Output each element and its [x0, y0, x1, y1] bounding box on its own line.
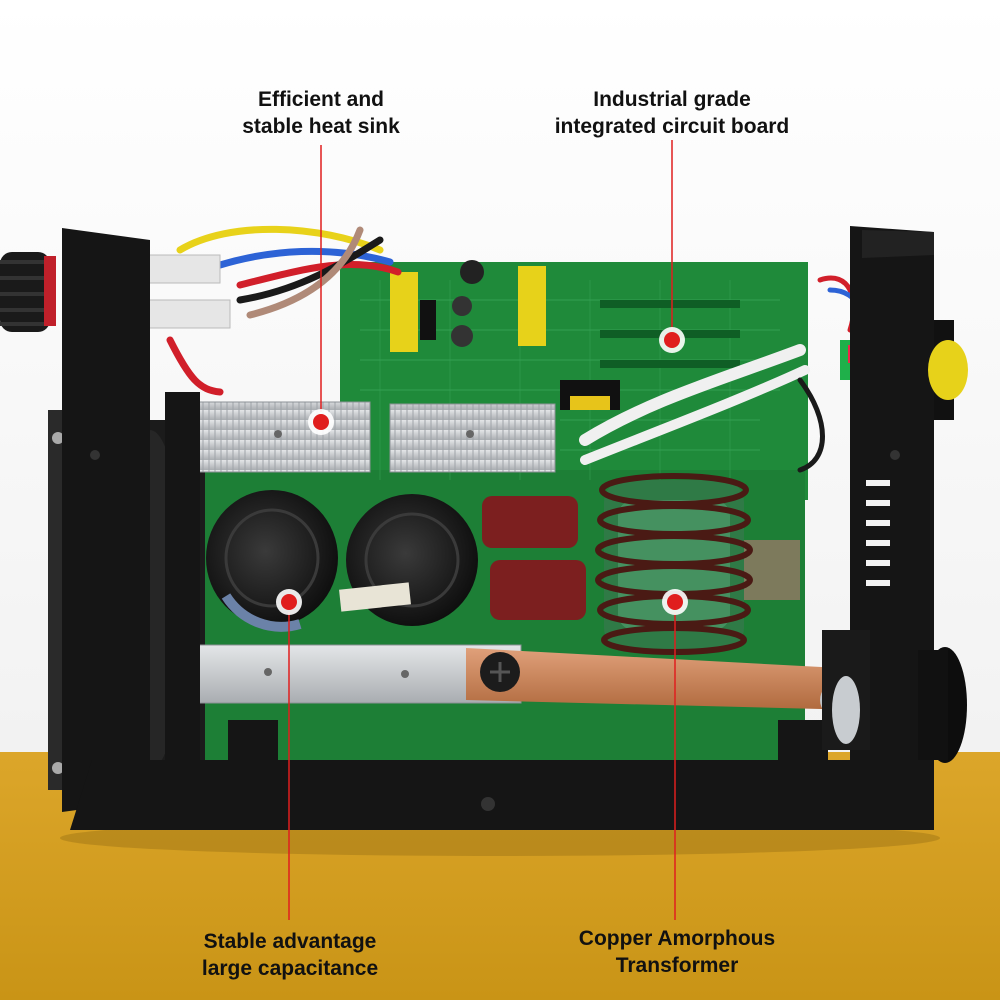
callout-line: Stable advantage: [203, 930, 377, 953]
wire-bundle: [139, 225, 402, 396]
frame-vents: [866, 480, 890, 586]
callout-capacitance: Stable advantage large capacitance: [180, 928, 400, 982]
output-terminal: [822, 630, 870, 750]
power-cable: [0, 252, 56, 332]
leader-lines: [288, 140, 676, 920]
callout-line: integrated circuit board: [554, 115, 790, 138]
callout-line: Industrial grade: [593, 88, 751, 111]
marker-transformer: [662, 589, 688, 615]
capacitors: [206, 490, 800, 632]
marker-heat-sink: [308, 409, 334, 435]
marker-capacitance: [276, 589, 302, 615]
callout-heat-sink: Efficient and stable heat sink: [221, 86, 421, 140]
marker-circuit-board: [659, 327, 685, 353]
callout-circuit-board: Industrial grade integrated circuit boar…: [532, 86, 812, 140]
callout-line: large capacitance: [201, 957, 379, 980]
callout-transformer: Copper Amorphous Transformer: [562, 925, 792, 979]
callout-line: stable heat sink: [242, 115, 400, 138]
callout-line: Efficient and: [257, 88, 384, 111]
chassis-frame: [62, 226, 934, 830]
transformer: [595, 473, 753, 655]
callout-line: Transformer: [615, 954, 739, 977]
callout-line: Copper Amorphous: [578, 927, 776, 950]
front-panel-knob: [918, 320, 968, 763]
